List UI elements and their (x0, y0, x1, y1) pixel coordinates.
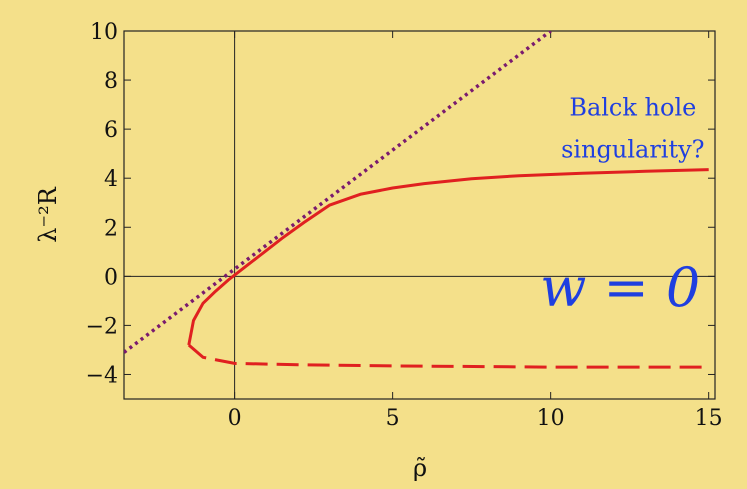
x-tick-label: 0 (228, 406, 242, 431)
series-solid-line (187, 168, 709, 346)
axes (124, 31, 715, 399)
series-group (124, 31, 709, 369)
y-tick-label: −4 (86, 363, 118, 388)
x-axis-label: ρ̃ (413, 454, 427, 482)
y-tick-label: 2 (104, 216, 118, 241)
x-tick-label: 5 (386, 406, 400, 431)
x-tick-label: 15 (695, 406, 723, 431)
x-tick-label: 10 (537, 406, 565, 431)
y-tick-label: 6 (104, 118, 118, 143)
ticks: 0 5 10 15 −4 −2 0 2 4 6 8 10 (86, 20, 723, 431)
plot-frame (123, 30, 716, 400)
y-tick-label: 8 (104, 69, 118, 94)
series-dashed-line (187, 343, 709, 369)
y-axis-label: λ⁻²R (34, 186, 62, 243)
y-tick-label: −2 (86, 314, 118, 339)
y-tick-label: 10 (90, 20, 118, 45)
series-dotted-line (124, 31, 552, 354)
annotation-text: Balck hole (569, 94, 696, 122)
y-tick-label: 0 (104, 265, 118, 290)
annotation-text: singularity? (561, 135, 704, 163)
annotation-text: w = 0 (540, 256, 700, 319)
y-tick-label: 4 (104, 167, 118, 192)
annotations: Balck hole singularity? w = 0 (540, 94, 704, 319)
